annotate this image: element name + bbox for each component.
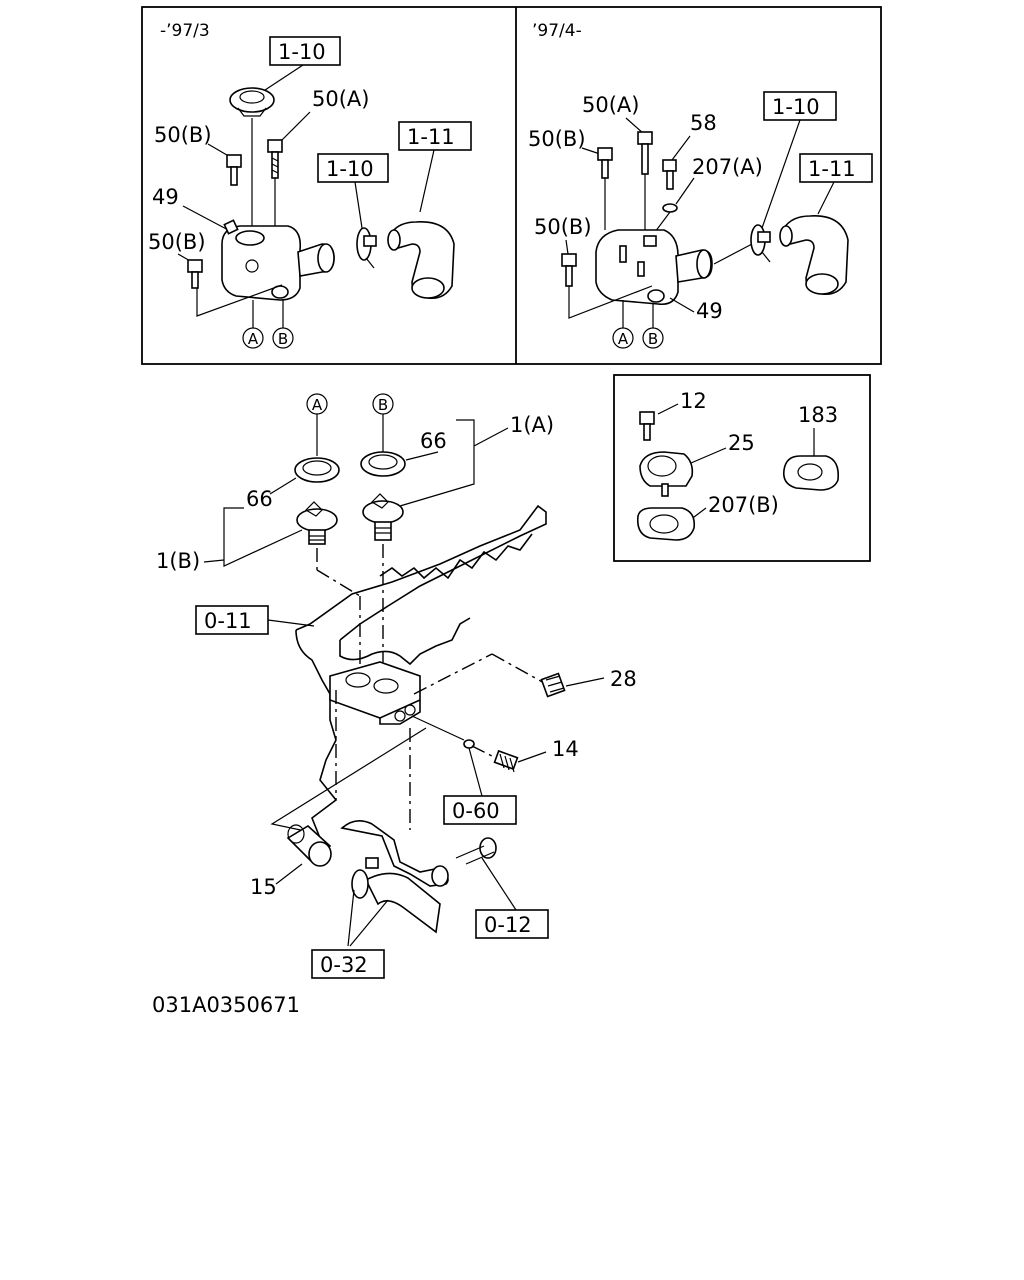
cylinder-head-mid-edge [339, 617, 471, 666]
thermostat-1a [362, 493, 404, 541]
label-207b: 207(B) [708, 493, 779, 517]
marker-b-left-label: B [278, 330, 288, 348]
label-49-left: 49 [152, 185, 179, 209]
bolt-50b-right-top [597, 147, 613, 179]
main-assembly: A B 66 1(A) 66 1(B) [156, 393, 637, 979]
figure-code: 031A0350671 [152, 993, 300, 1017]
radiator-hose-right [779, 215, 849, 296]
ref-0-12: 0-12 [484, 913, 532, 937]
thermostat-housing-left [221, 219, 335, 301]
hose-clamp-right [750, 224, 771, 263]
ref-0-12-box [475, 909, 549, 939]
bolt-50b-right-bottom [561, 253, 577, 287]
sleeve-15 [286, 824, 332, 867]
marker-b-main-label: B [378, 396, 388, 414]
label-58: 58 [690, 111, 717, 135]
marker-b-left [272, 327, 294, 349]
label-66-right: 66 [420, 429, 447, 453]
ref-1-10-box-a [269, 36, 341, 66]
variant-frame [141, 6, 882, 365]
ref-1-10-a: 1-10 [278, 40, 326, 64]
ref-1-11-box-a [398, 121, 472, 151]
ref-1-11-a: 1-11 [407, 125, 455, 149]
label-14: 14 [552, 737, 579, 761]
bolt-50b-left-top [226, 154, 242, 186]
filler-cap [229, 87, 275, 117]
label-50b-right-bottom: 50(B) [534, 215, 592, 239]
sensor-14 [493, 749, 519, 773]
thermostat-seat [329, 661, 421, 719]
label-50b-left-bottom: 50(B) [148, 230, 206, 254]
label-183: 183 [798, 403, 838, 427]
seal-ring-66-left [294, 457, 340, 483]
seal-ring-66-right [360, 451, 406, 477]
marker-b-right-label: B [648, 330, 658, 348]
label-28: 28 [610, 667, 637, 691]
cover-25 [639, 451, 694, 497]
sensor-parts-frame [613, 374, 871, 562]
label-50a-left: 50(A) [312, 87, 369, 111]
cylinder-head-left-edge [295, 629, 338, 839]
marker-a-left-label: A [248, 330, 259, 348]
label-1b: 1(B) [156, 549, 200, 573]
ref-1-11-box-b [799, 153, 873, 183]
marker-b-right [642, 327, 664, 349]
label-1a: 1(A) [510, 413, 554, 437]
marker-a-main-label: A [312, 396, 323, 414]
plug-28 [540, 672, 566, 698]
early-variant-label: -’97/3 [160, 21, 210, 41]
bolt-50a-left [267, 139, 283, 179]
ref-1-10-b: 1-10 [326, 157, 374, 181]
left-panel: 1-10 50(A) 50(B) 49 [148, 36, 472, 349]
label-25: 25 [728, 431, 755, 455]
late-variant-label: ’97/4- [532, 21, 582, 41]
gasket-207b [636, 507, 696, 541]
right-panel: 50(A) 58 50(B) 207(A) [528, 91, 873, 349]
ref-0-11: 0-11 [204, 609, 252, 633]
cylinder-head-top-edge [295, 504, 547, 641]
ref-0-60: 0-60 [452, 799, 500, 823]
marker-a-left [242, 327, 264, 349]
ref-0-32: 0-32 [320, 953, 368, 977]
label-50a-right: 50(A) [582, 93, 639, 117]
thermostat-housing-right [595, 229, 713, 306]
flange-183 [782, 455, 840, 491]
radiator-hose-left [387, 221, 455, 300]
ref-0-32-box [311, 949, 385, 979]
label-49-right: 49 [696, 299, 723, 323]
sensor-parts: 12 183 25 207(B) [636, 389, 840, 541]
label-207a: 207(A) [692, 155, 763, 179]
label-66-left: 66 [246, 487, 273, 511]
ref-1-11-b: 1-11 [808, 157, 856, 181]
ref-1-10-c: 1-10 [772, 95, 820, 119]
bolt-50b-left-bottom [187, 259, 203, 289]
label-15: 15 [250, 875, 277, 899]
cylinder-head-ribs [379, 533, 533, 580]
marker-a-right-label: A [618, 330, 629, 348]
label-50b-left-top: 50(B) [154, 123, 212, 147]
bolt-12 [639, 411, 655, 441]
marker-a-right [612, 327, 634, 349]
label-50b-right-top: 50(B) [528, 127, 586, 151]
ref-0-60-box [443, 795, 517, 825]
ref-1-10-box-b [317, 153, 389, 183]
bypass-hose [351, 857, 441, 934]
label-12: 12 [680, 389, 707, 413]
hose-clamp-left [356, 227, 377, 269]
thermostat-1b [296, 501, 338, 545]
gasket-207a [662, 203, 678, 213]
bolt-50a-right [637, 131, 653, 175]
bolt-58 [662, 159, 677, 190]
